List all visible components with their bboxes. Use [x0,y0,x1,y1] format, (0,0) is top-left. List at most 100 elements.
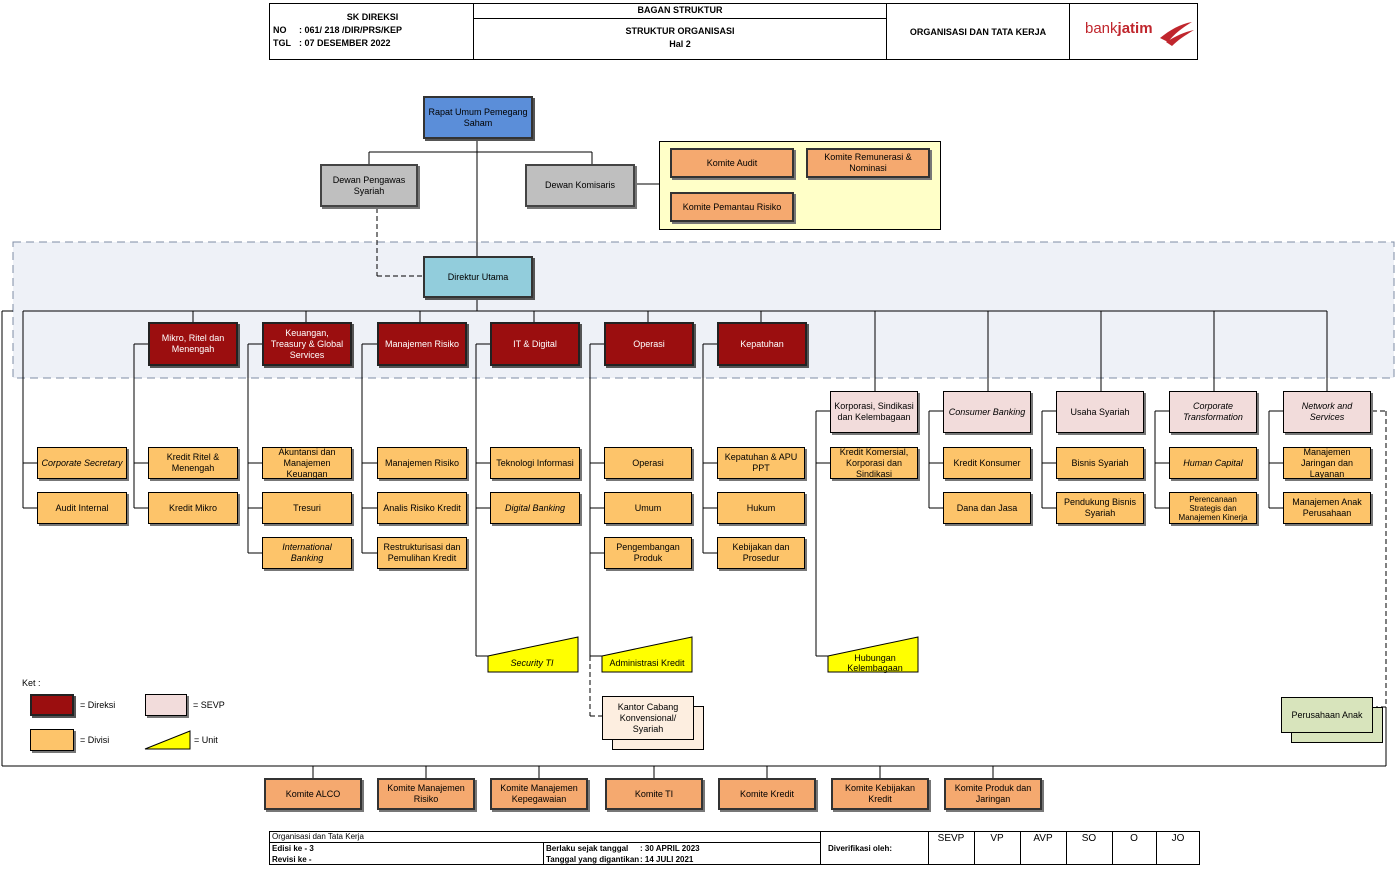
komite-pemantau-risiko[interactable]: Komite Pemantau Risiko [670,192,794,222]
sevp-network[interactable]: Network and Services [1283,391,1371,433]
dirut-box[interactable]: Direktur Utama [423,256,533,298]
legend-sevp-swatch [145,694,187,716]
footer-berlaku-value: : 30 APRIL 2023 [640,844,700,853]
footer-table [269,831,1200,865]
footer-col-sevp: SEVP [937,833,965,844]
legend-sevp-label: = SEVP [193,700,225,710]
divisi-audit-internal[interactable]: Audit Internal [37,492,127,524]
footer-divider-v7 [1112,831,1113,865]
direksi-it[interactable]: IT & Digital [490,322,580,366]
divisi-kredit-ritel[interactable]: Kredit Ritel & Menengah [148,447,238,479]
footer-digantikan-value: : 14 JULI 2021 [640,855,694,864]
unit-administrasi-kredit[interactable]: Administrasi Kredit [609,658,685,668]
divisi-kredit-mikro[interactable]: Kredit Mikro [148,492,238,524]
no-value: : 061/ 218 /DIR/PRS/KEP [299,25,403,35]
footer-digantikan-label: Tanggal yang digantikan [546,855,640,864]
komite-remunerasi[interactable]: Komite Remunerasi & Nominasi [806,148,930,178]
legend-unit-label: = Unit [194,735,218,745]
hal-label: Hal 2 [669,39,691,49]
unit-hubungan-kelembagaan[interactable]: Hubungan Kelembagaan [847,653,903,673]
tgl-label: TGL [273,38,291,48]
footer-col-so: SO [1081,833,1097,844]
komisaris-box[interactable]: Dewan Komisaris [525,164,635,207]
komite-manajemen-kepegawaian[interactable]: Komite Manajemen Kepegawaian [490,778,588,810]
bagan-title: BAGAN STRUKTUR [473,3,887,19]
legend-title: Ket : [22,678,41,688]
divisi-manrisk[interactable]: Manajemen Risiko [377,447,467,479]
divisi-kebijakan[interactable]: Kebijakan dan Prosedur [717,537,805,569]
divisi-jaringan[interactable]: Manajemen Jaringan dan Layanan [1283,447,1371,479]
footer-col-jo: JO [1171,833,1185,844]
footer-divider-v3 [928,831,929,865]
divisi-kredit-komersial[interactable]: Kredit Komersial, Korporasi dan Sindikas… [830,447,918,479]
komite-kebijakan-kredit[interactable]: Komite Kebijakan Kredit [831,778,929,810]
divisi-anak-perusahaan[interactable]: Manajemen Anak Perusahaan [1283,492,1371,524]
legend-divisi-swatch [30,729,74,751]
logo-bank: bank [1085,20,1118,37]
sevp-transformation[interactable]: Corporate Transformation [1169,391,1257,433]
footer-divider-v8 [1156,831,1157,865]
divisi-corsec[interactable]: Corporate Secretary [37,447,127,479]
kantor-cabang-box[interactable]: Kantor Cabang Konvensional/ Syariah [602,696,694,740]
divisi-human-capital[interactable]: Human Capital [1169,447,1257,479]
komite-alco[interactable]: Komite ALCO [264,778,362,810]
legend-divisi-label: = Divisi [80,735,110,745]
footer-col-avp: AVP [1033,833,1053,844]
no-label: NO [273,25,287,35]
struktur-box: STRUKTUR ORGANISASI Hal 2 [473,18,887,60]
divisi-kepatuhan-apu[interactable]: Kepatuhan & APU PPT [717,447,805,479]
unit-security-ti[interactable]: Security TI [510,658,554,668]
sk-title: SK DIREKSI [346,12,399,22]
footer-divider-v5 [1020,831,1021,865]
divisi-analis-risiko[interactable]: Analis Risiko Kredit [377,492,467,524]
divisi-restrukturisasi[interactable]: Restrukturisasi dan Pemulihan Kredit [377,537,467,569]
sevp-syariah[interactable]: Usaha Syariah [1056,391,1144,433]
bankjatim-logo: bankjatim [1085,20,1153,37]
legend-direksi-swatch [30,694,74,716]
divisi-umum[interactable]: Umum [604,492,692,524]
komite-ti[interactable]: Komite TI [605,778,703,810]
footer-divider-v6 [1066,831,1067,865]
divisi-digital-banking[interactable]: Digital Banking [490,492,580,524]
komite-audit[interactable]: Komite Audit [670,148,794,178]
divisi-ti[interactable]: Teknologi Informasi [490,447,580,479]
divisi-pendukung-syariah[interactable]: Pendukung Bisnis Syariah [1056,492,1144,524]
dps-box[interactable]: Dewan Pengawas Syariah [320,164,418,207]
direksi-keuangan[interactable]: Keuangan, Treasury & Global Services [262,322,352,366]
sevp-korporasi[interactable]: Korporasi, Sindikasi dan Kelembagaan [830,391,918,433]
divisi-bisnis-syariah[interactable]: Bisnis Syariah [1056,447,1144,479]
divisi-pengembangan[interactable]: Pengembangan Produk [604,537,692,569]
tgl-value: : 07 DESEMBER 2022 [299,38,391,48]
divisi-tresuri[interactable]: Tresuri [262,492,352,524]
komite-produk-jaringan[interactable]: Komite Produk dan Jaringan [944,778,1042,810]
divisi-operasi[interactable]: Operasi [604,447,692,479]
logo-jatim: jatim [1117,20,1153,37]
divisi-perencanaan[interactable]: Perencanaan Strategis dan Manajemen Kine… [1169,492,1257,524]
header-sk-box: SK DIREKSI NO : 061/ 218 /DIR/PRS/KEP TG… [269,3,474,60]
divisi-international[interactable]: International Banking [262,537,352,569]
footer-revisi: Revisi ke - [272,855,312,864]
direksi-kepatuhan[interactable]: Kepatuhan [717,322,807,366]
komite-manajemen-risiko[interactable]: Komite Manajemen Risiko [377,778,475,810]
perusahaan-anak-box[interactable]: Perusahaan Anak [1281,697,1373,733]
footer-berlaku-label: Berlaku sejak tanggal [546,844,629,853]
divisi-dana-jasa[interactable]: Dana dan Jasa [943,492,1031,524]
rups-box[interactable]: Rapat Umum Pemegang Saham [423,96,533,139]
footer-col-vp: VP [990,833,1004,844]
sevp-consumer[interactable]: Consumer Banking [943,391,1031,433]
direksi-risiko[interactable]: Manajemen Risiko [377,322,467,366]
legend-direksi-label: = Direksi [80,700,116,710]
divisi-akuntansi[interactable]: Akuntansi dan Manajemen Keuangan [262,447,352,479]
footer-org: Organisasi dan Tata Kerja [272,832,364,841]
footer-diverifikasi: Diverifikasi oleh: [828,844,893,853]
org-title: ORGANISASI DAN TATA KERJA [886,3,1070,60]
divisi-kredit-konsumer[interactable]: Kredit Konsumer [943,447,1031,479]
direksi-mikro[interactable]: Mikro, Ritel dan Menengah [148,322,238,366]
footer-divider-v2 [820,831,821,865]
direksi-operasi[interactable]: Operasi [604,322,694,366]
divisi-hukum[interactable]: Hukum [717,492,805,524]
struktur-title: STRUKTUR ORGANISASI [625,26,735,36]
logo-box: bankjatim [1069,3,1198,60]
komite-kredit[interactable]: Komite Kredit [718,778,816,810]
